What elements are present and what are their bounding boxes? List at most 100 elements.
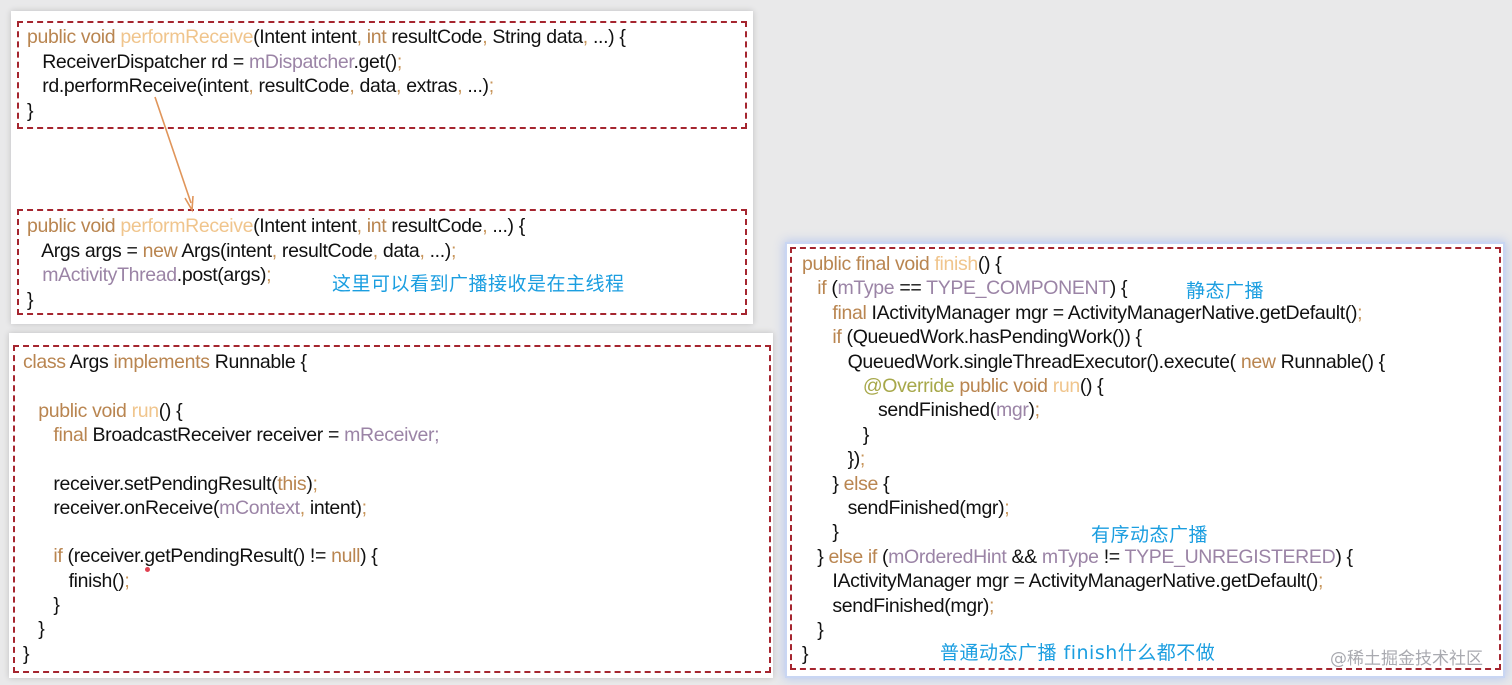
code-token: ) { — [1109, 277, 1128, 300]
finish-method-code-line: } — [802, 423, 870, 447]
args-class-code-line: } — [23, 642, 30, 666]
code-token: rd.performReceive(intent — [27, 75, 249, 97]
code-token: int — [366, 26, 392, 48]
args-perform-receive-code-line: Args args = new Args(intent, resultCode,… — [27, 239, 456, 263]
code-token — [27, 264, 42, 286]
code-token: Args — [69, 351, 114, 373]
dashed-box-finish-method — [790, 247, 1501, 670]
code-token — [23, 424, 53, 446]
finish-method-code-line: if (mType == TYPE_COMPONENT) { — [802, 276, 1127, 300]
code-token: resultCode — [281, 239, 373, 262]
finish-method-code-line: sendFinished(mgr); — [802, 496, 1010, 520]
args-class-code-line: } — [23, 593, 60, 617]
code-token: ; — [1318, 570, 1324, 593]
code-token: ; — [488, 75, 494, 97]
code-token: mActivityThread — [42, 264, 177, 286]
finish-method-code-line: } else if (mOrderedHint && mType != TYPE… — [802, 545, 1353, 569]
code-token: public final void — [802, 253, 935, 275]
code-token: null — [331, 545, 361, 568]
code-token: } — [802, 643, 809, 666]
args-class-code-line: final BroadcastReceiver receiver = mRece… — [23, 423, 439, 447]
code-token: mType — [1041, 545, 1104, 568]
code-token: }) — [802, 448, 861, 471]
args-class-code-line: public void run() { — [23, 399, 182, 423]
code-token: mDispatcher — [248, 50, 354, 73]
args-perform-receive-code-line: } — [27, 288, 34, 312]
code-token: } — [802, 619, 824, 641]
code-token: ...) { — [592, 26, 626, 48]
code-token: (receiver.getPendingResult() != — [67, 545, 332, 568]
code-token: , — [457, 75, 468, 97]
code-token: this — [277, 472, 307, 495]
code-token: String data — [492, 26, 583, 48]
code-token: run — [1052, 375, 1080, 397]
perform-receive-code-line: } — [27, 99, 34, 123]
code-token: , — [396, 75, 407, 97]
code-token: Args(intent — [181, 239, 272, 262]
finish-method-code-line: public final void finish() { — [802, 252, 1002, 276]
watermark: @稀土掘金技术社区 — [1330, 649, 1483, 669]
panel-args-class — [9, 333, 773, 678]
code-token: Args args = — [27, 239, 143, 262]
dashed-box-args-perform-receive — [17, 209, 747, 315]
code-token: ; — [396, 50, 402, 73]
code-token: ; — [859, 448, 865, 471]
code-token: } — [802, 472, 844, 495]
code-token: public void — [27, 26, 121, 48]
code-token: } — [802, 545, 829, 568]
code-token: mOrderedHint — [888, 545, 1012, 568]
code-token: } — [23, 594, 60, 616]
code-token: , — [482, 26, 493, 48]
code-token: .get() — [353, 50, 397, 73]
code-token: ...) — [467, 75, 489, 97]
args-class-code-line: finish(); — [23, 569, 130, 593]
code-token: sendFinished( — [802, 399, 996, 422]
code-token: mType — [837, 277, 900, 300]
code-token: (Intent intent — [253, 26, 357, 48]
code-token: run — [131, 399, 159, 422]
code-token: ) — [1028, 399, 1036, 422]
code-token: () { — [977, 253, 1002, 275]
code-token — [802, 277, 817, 299]
code-token: , — [356, 26, 367, 48]
finish-method-code-line: IActivityManager mgr = ActivityManagerNa… — [802, 569, 1323, 593]
code-token: new — [1240, 350, 1281, 373]
code-token: ...) — [429, 239, 452, 262]
finish-method-code-line: }); — [802, 447, 866, 471]
code-token: ; — [266, 264, 272, 286]
code-token: ReceiverDispatcher rd = — [27, 50, 249, 73]
finish-method-code-line: QueuedWork.singleThreadExecutor().execut… — [802, 350, 1386, 374]
code-token: if — [53, 545, 68, 568]
code-token: if — [832, 326, 847, 349]
code-token: ; — [1357, 301, 1363, 324]
code-token: , — [582, 26, 593, 48]
code-token: } — [802, 521, 839, 544]
code-token: new — [142, 239, 182, 262]
finish-method-code-line: } else { — [802, 472, 889, 496]
args-class-code-line: receiver.onReceive(mContext, intent); — [23, 496, 367, 520]
code-token: ; — [361, 496, 367, 519]
code-token: ) — [306, 472, 313, 495]
perform-receive-code-line: ReceiverDispatcher rd = mDispatcher.get(… — [27, 50, 402, 74]
code-token: mContext — [219, 496, 300, 519]
code-token: @Override — [862, 375, 960, 397]
code-token: ; — [434, 423, 440, 446]
code-token: Runnable() { — [1280, 350, 1386, 373]
code-token: } — [27, 288, 34, 311]
code-token: ) { — [1335, 545, 1353, 568]
code-token: BroadcastReceiver receiver = — [92, 423, 345, 446]
code-token: resultCode — [258, 75, 350, 97]
code-token: ; — [1004, 497, 1010, 519]
code-token: , — [349, 75, 360, 97]
cursor-dot — [145, 567, 150, 572]
code-token: finish — [934, 253, 978, 275]
code-token — [802, 326, 832, 348]
panel-finish-method[interactable] — [787, 244, 1503, 676]
code-token: if — [817, 277, 832, 300]
code-token: .post(args) — [176, 264, 267, 286]
perform-receive-code-line: public void performReceive(Intent intent… — [27, 25, 626, 49]
code-token: Runnable { — [214, 351, 307, 373]
code-token: , — [419, 239, 430, 262]
code-token: else — [843, 472, 884, 495]
finish-method-code-line: @Override public void run() { — [802, 374, 1104, 398]
